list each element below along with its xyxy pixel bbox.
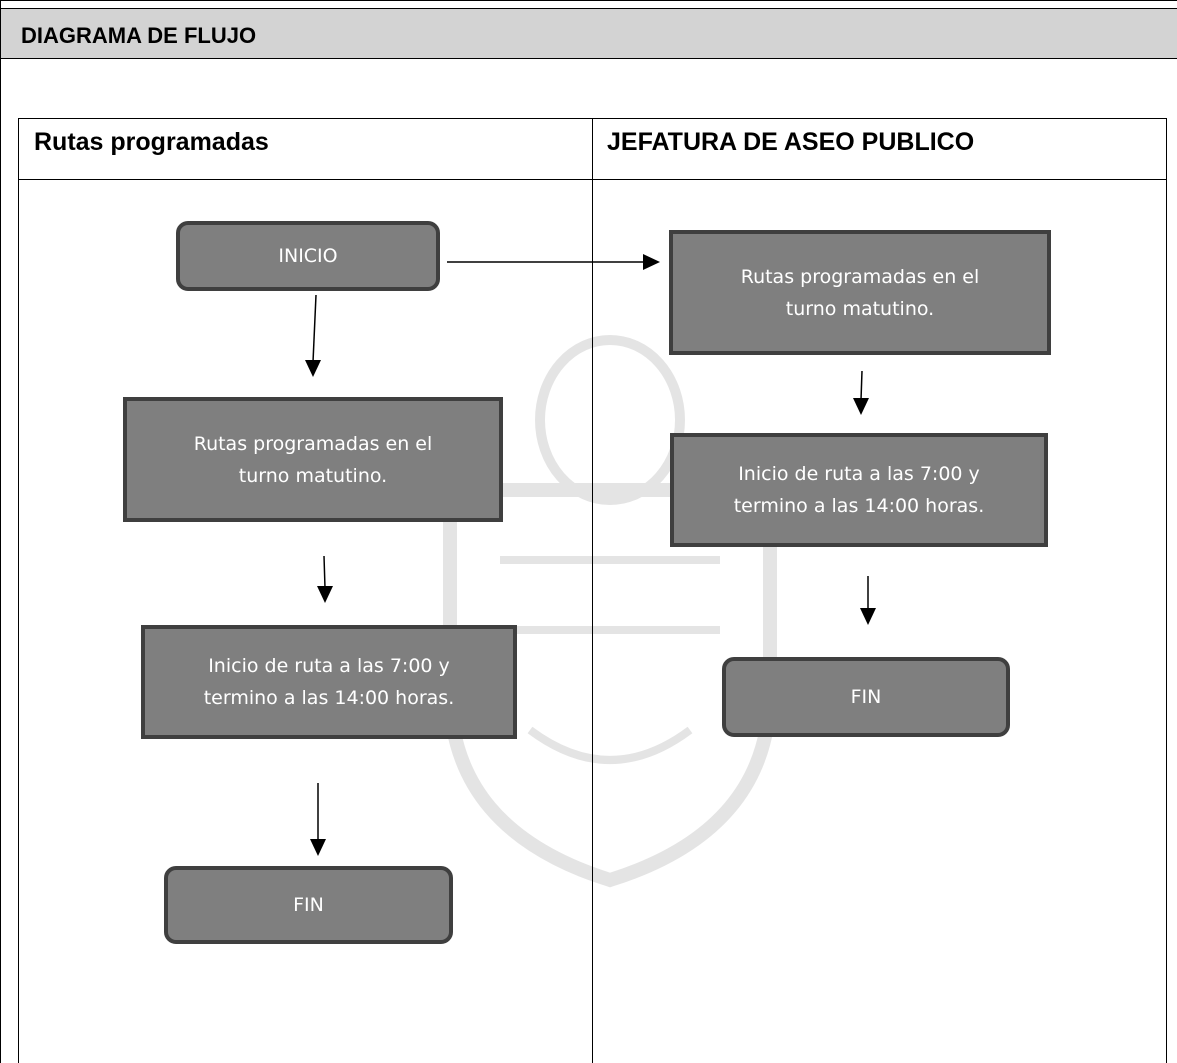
- right-end-node: FIN: [722, 657, 1010, 737]
- left-end-node: FIN: [164, 866, 453, 944]
- left-step-routes: Rutas programadas en el turno matutino.: [123, 397, 503, 522]
- start-node: INICIO: [176, 221, 440, 291]
- page-title: DIAGRAMA DE FLUJO: [21, 23, 257, 48]
- title-bar: [0, 8, 1177, 59]
- left-step-schedule: Inicio de ruta a las 7:00 y termino a la…: [141, 625, 517, 739]
- arrow-left-2: [317, 555, 333, 603]
- arrow-start-to-right: [447, 254, 660, 270]
- column-header-rutas: Rutas programadas: [34, 128, 269, 156]
- right-step-routes: Rutas programadas en el turno matutino.: [669, 230, 1051, 355]
- arrow-left-1: [305, 294, 321, 377]
- arrow-right-1: [853, 370, 869, 415]
- right-step-schedule: Inicio de ruta a las 7:00 y termino a la…: [670, 433, 1048, 547]
- arrow-left-3: [310, 783, 326, 856]
- crest-watermark-icon: [443, 335, 777, 888]
- arrow-right-2: [860, 576, 876, 625]
- column-header-jefatura: JEFATURA DE ASEO PUBLICO: [607, 128, 975, 156]
- column-divider: [592, 118, 593, 1063]
